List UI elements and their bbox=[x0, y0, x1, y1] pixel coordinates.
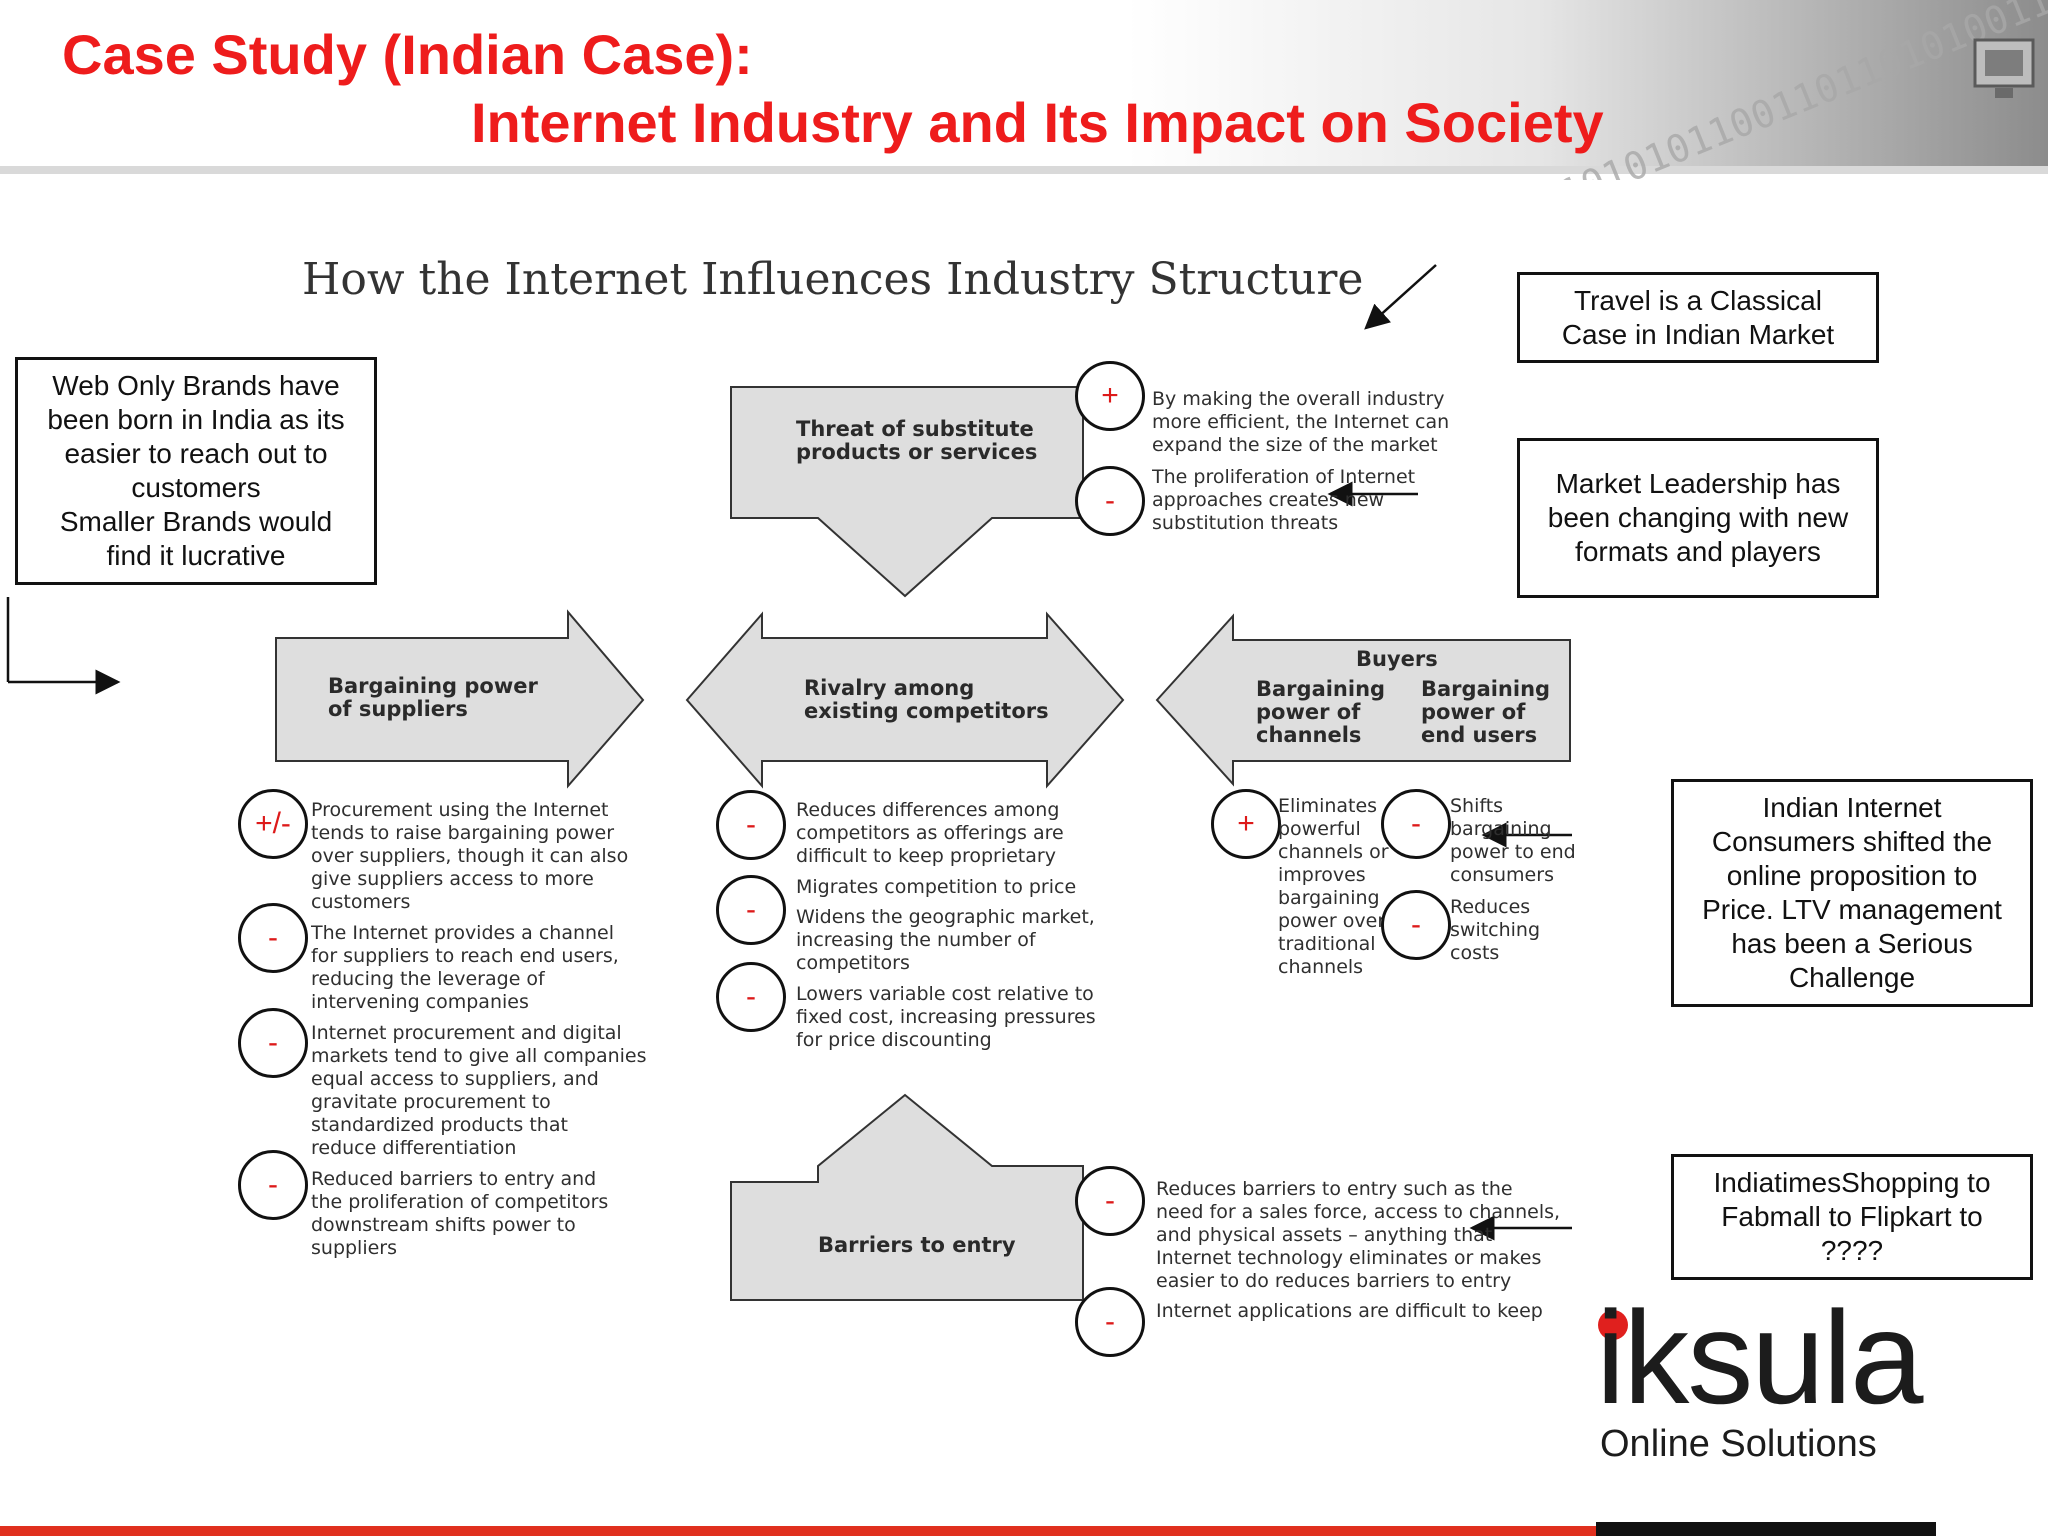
buyers-impact-2-text: Shifts bargaining power to end consumers bbox=[1450, 795, 1576, 886]
logo-dot bbox=[1598, 1310, 1628, 1340]
rivalry-impact-2-sign: - bbox=[716, 875, 786, 945]
rivalry-impact-4-text: Lowers variable cost relative to fixed c… bbox=[796, 983, 1096, 1051]
footer-bar-dark bbox=[1596, 1522, 1936, 1536]
note-market-leadership: Market Leadership has been changing with… bbox=[1517, 438, 1879, 598]
barriers-impact-1-sign: - bbox=[1075, 1166, 1145, 1236]
suppliers-impact-3-text: Internet procurement and digital markets… bbox=[311, 1022, 647, 1159]
substitutes-impact-2-sign: - bbox=[1075, 466, 1145, 536]
logo-wordmark: iksula bbox=[1596, 1284, 1923, 1431]
buyers-arrow bbox=[1155, 613, 1571, 787]
pointer-travel bbox=[1364, 264, 1437, 330]
barriers-impact-2-text: Internet applications are difficult to k… bbox=[1156, 1300, 1543, 1322]
buyers-heading: Buyers bbox=[1356, 647, 1438, 671]
rivalry-arrow bbox=[685, 611, 1125, 789]
rivalry-impact-3-text: Widens the geographic market, increasing… bbox=[796, 906, 1095, 974]
substitutes-impact-1-text: By making the overall industry more effi… bbox=[1152, 388, 1450, 456]
iksula-logo: iksula Online Solutions bbox=[1590, 1284, 1950, 1470]
substitutes-impact-1-sign: + bbox=[1075, 361, 1145, 431]
barriers-impact-1-text: Reduces barriers to entry such as the ne… bbox=[1156, 1178, 1561, 1292]
suppliers-label: Bargaining power of suppliers bbox=[328, 674, 538, 721]
buyers-impact-3-sign: - bbox=[1381, 890, 1451, 960]
rivalry-impact-1-sign: - bbox=[716, 790, 786, 860]
note-web-only-brands: Web Only Brands have been born in India … bbox=[15, 357, 377, 585]
buyers-impact-1-text: Eliminates powerful channels or improves… bbox=[1278, 795, 1389, 978]
suppliers-impact-4-sign: - bbox=[238, 1150, 308, 1220]
suppliers-impact-1-sign: +/- bbox=[238, 789, 308, 859]
suppliers-impact-4-text: Reduced barriers to entry and the prolif… bbox=[311, 1168, 609, 1259]
buyers-impact-2-sign: - bbox=[1381, 789, 1451, 859]
slide-title-line2: Internet Industry and Its Impact on Soci… bbox=[471, 91, 1604, 154]
substitutes-label: Threat of substitute products or service… bbox=[796, 417, 1038, 464]
computer-icon bbox=[1973, 38, 2035, 98]
note-indian-consumers: Indian Internet Consumers shifted the on… bbox=[1671, 779, 2033, 1007]
suppliers-impact-2-text: The Internet provides a channel for supp… bbox=[311, 922, 619, 1013]
suppliers-impact-3-sign: - bbox=[238, 1008, 308, 1078]
logo-tagline: Online Solutions bbox=[1600, 1423, 1877, 1465]
note-travel: Travel is a Classical Case in Indian Mar… bbox=[1517, 272, 1879, 363]
header-banner: 10101010110011011010100110101 bbox=[0, 0, 2048, 180]
rivalry-impact-1-text: Reduces differences among competitors as… bbox=[796, 799, 1064, 867]
suppliers-impact-2-sign: - bbox=[238, 903, 308, 973]
barriers-impact-2-sign: - bbox=[1075, 1287, 1145, 1357]
rivalry-impact-4-sign: - bbox=[716, 962, 786, 1032]
footer-bar bbox=[0, 1526, 1596, 1536]
buyers-end-users-label: Bargaining power of end users bbox=[1421, 677, 1551, 747]
substitutes-impact-2-text: The proliferation of Internet approaches… bbox=[1152, 466, 1416, 534]
suppliers-arrow bbox=[275, 609, 645, 789]
barriers-label: Barriers to entry bbox=[818, 1233, 1016, 1257]
slide-title-line1: Case Study (Indian Case): bbox=[62, 23, 753, 86]
rivalry-label: Rivalry among existing competitors bbox=[804, 676, 1049, 723]
diagram-title: How the Internet Influences Industry Str… bbox=[302, 254, 1364, 305]
rivalry-impact-2-text: Migrates competition to price bbox=[796, 876, 1077, 898]
note-indiatimes: IndiatimesShopping to Fabmall to Flipkar… bbox=[1671, 1154, 2033, 1280]
buyers-impact-3-text: Reduces switching costs bbox=[1450, 896, 1541, 964]
suppliers-impact-1-text: Procurement using the Internet tends to … bbox=[311, 799, 629, 913]
barriers-arrow bbox=[730, 1093, 1084, 1301]
buyers-impact-1-sign: + bbox=[1211, 789, 1281, 859]
buyers-channels-label: Bargaining power of channels bbox=[1256, 677, 1386, 747]
